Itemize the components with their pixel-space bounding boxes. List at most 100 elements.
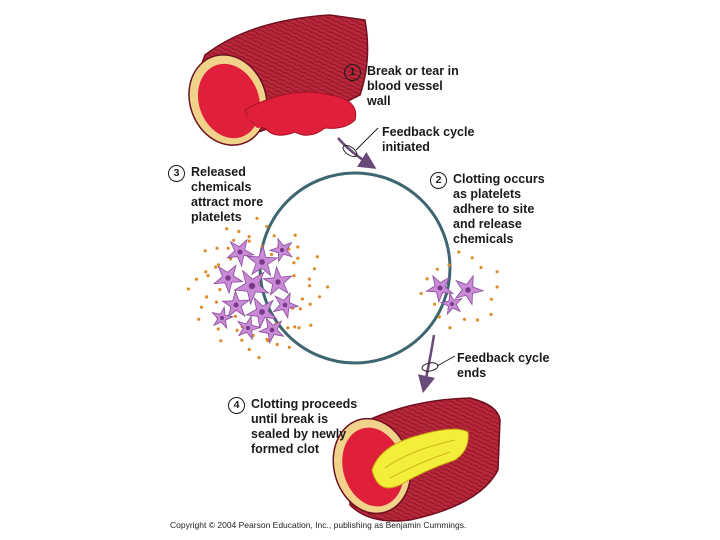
blood-drip (255, 122, 261, 128)
platelet-core (233, 302, 239, 308)
chemical-dot (292, 261, 296, 265)
chemical-dot (265, 224, 269, 229)
platelet-core (237, 249, 243, 255)
chemical-dot (307, 284, 312, 288)
chemical-dot (312, 267, 317, 271)
feedback-start-label: Feedback cycle initiated (382, 125, 475, 154)
chemical-dot (317, 295, 322, 299)
chemical-dot (219, 339, 223, 343)
step-4-label: Clotting proceeds until break is sealed … (251, 397, 358, 456)
platelet-core (248, 282, 256, 290)
chemical-dot (293, 325, 297, 329)
chemical-dot (287, 345, 291, 349)
chemical-dot (292, 274, 296, 278)
chemical-dot (315, 255, 319, 259)
chemical-dot (457, 250, 461, 254)
chemical-dot (308, 302, 312, 306)
chemical-dot (197, 317, 201, 321)
platelet-core (259, 309, 265, 315)
chemical-dot (240, 338, 244, 342)
sealed-vessel-illustration (332, 397, 501, 522)
chemical-dot (307, 277, 311, 281)
feedback-start-arrow (337, 127, 379, 169)
step-2-label: Clotting occurs as platelets adhere to s… (453, 172, 545, 246)
chemical-dot (204, 270, 208, 274)
chemical-dot (475, 318, 480, 322)
chemical-dot (203, 249, 207, 253)
platelet-core (437, 285, 443, 291)
step-4-number: 4 (228, 397, 245, 414)
platelet-core (259, 259, 265, 265)
feedback-cycle-loop (258, 171, 452, 365)
step-3-label: Released chemicals attract more platelet… (191, 165, 264, 224)
chemical-dot (272, 234, 276, 238)
chemical-dot (425, 277, 429, 281)
chemical-dot (296, 256, 300, 260)
blood-drip (243, 116, 251, 124)
chemical-dot (435, 267, 439, 271)
chemical-dot (226, 246, 230, 250)
chemical-dot (214, 265, 218, 269)
platelet-core (220, 316, 224, 320)
platelet-cluster-large (186, 216, 330, 360)
chemical-dot (433, 302, 437, 306)
chemical-dot (462, 317, 467, 321)
chemical-dot (233, 314, 238, 318)
chemical-dot (232, 238, 236, 242)
chemical-dot (479, 265, 483, 270)
chemical-dot (247, 239, 251, 243)
chemical-dot (214, 300, 219, 304)
formed-clot (371, 428, 469, 489)
step-1-number: 1 (344, 64, 361, 81)
platelet-core (450, 302, 454, 306)
chemical-dot (489, 297, 493, 301)
chemical-dot (297, 326, 301, 330)
platelet-core (282, 302, 288, 308)
chemical-dot (326, 285, 330, 289)
chemical-dot (296, 245, 300, 249)
chemical-dot (275, 342, 279, 347)
chemical-dot (257, 356, 261, 360)
step-1-label: Break or tear in blood vessel wall (367, 64, 459, 108)
chemical-dot (199, 305, 204, 309)
chemical-dot (286, 326, 290, 330)
chemical-dot (448, 326, 452, 330)
chemical-dot (470, 256, 474, 260)
blood-spill (244, 91, 357, 136)
chemical-dot (186, 287, 190, 291)
chemical-dot (225, 227, 229, 231)
chemical-dot (255, 216, 259, 220)
chemical-dot (489, 312, 493, 317)
platelet-core (269, 327, 275, 333)
platelet-core (279, 247, 285, 253)
chemical-dot (194, 277, 199, 281)
step-3-number: 3 (168, 165, 185, 182)
chemical-dot (495, 270, 499, 274)
chemical-dot (216, 327, 220, 331)
chemical-dot (215, 246, 219, 250)
torn-vessel-illustration (188, 14, 369, 146)
chemical-dot (447, 263, 451, 267)
chemical-dot (247, 235, 251, 239)
feedback-end-label: Feedback cycle ends (457, 351, 550, 380)
chemical-dot (419, 291, 423, 296)
chemical-dot (270, 252, 274, 257)
chemical-dot (298, 307, 302, 311)
chemical-dot (266, 339, 270, 343)
platelet-core (465, 287, 471, 293)
chemical-dot (237, 229, 241, 234)
platelet-core (245, 325, 251, 331)
chemical-dot (235, 328, 239, 332)
chemical-dot (218, 288, 222, 292)
chemical-dot (293, 233, 297, 237)
platelet-core (225, 275, 231, 281)
chemical-dot (300, 297, 304, 301)
chemical-dot (437, 315, 441, 319)
platelet-cluster-small (419, 250, 499, 330)
chemical-dot (309, 323, 313, 327)
chemical-dot (247, 347, 251, 352)
copyright-notice: Copyright © 2004 Pearson Education, Inc.… (170, 520, 467, 530)
chemical-dot (216, 263, 221, 267)
